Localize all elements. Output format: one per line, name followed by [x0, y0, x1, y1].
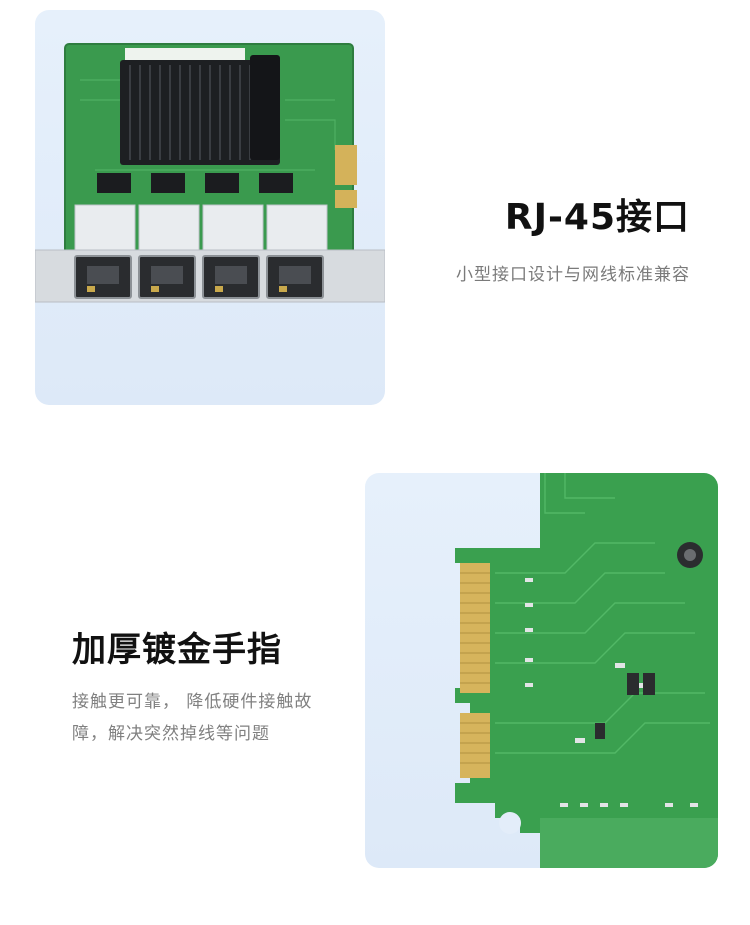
section-subtitle-rj45: 小型接口设计与网线标准兼容	[456, 265, 690, 285]
section-title-rj45: RJ-45接口	[504, 197, 690, 238]
product-image-card-rj45	[35, 10, 385, 405]
product-image-card-gold-finger	[365, 473, 718, 868]
section-description-gold-finger: 接触更可靠， 降低硬件接触故障，解决突然掉线等问题	[72, 686, 362, 750]
section-title-gold-finger: 加厚镀金手指	[72, 630, 282, 670]
description-line-2: 障，解决突然掉线等问题	[72, 724, 270, 744]
gold-finger-closeup-illustration	[455, 473, 718, 868]
network-card-illustration	[35, 43, 385, 303]
description-line-1: 接触更可靠， 降低硬件接触故	[72, 692, 313, 712]
